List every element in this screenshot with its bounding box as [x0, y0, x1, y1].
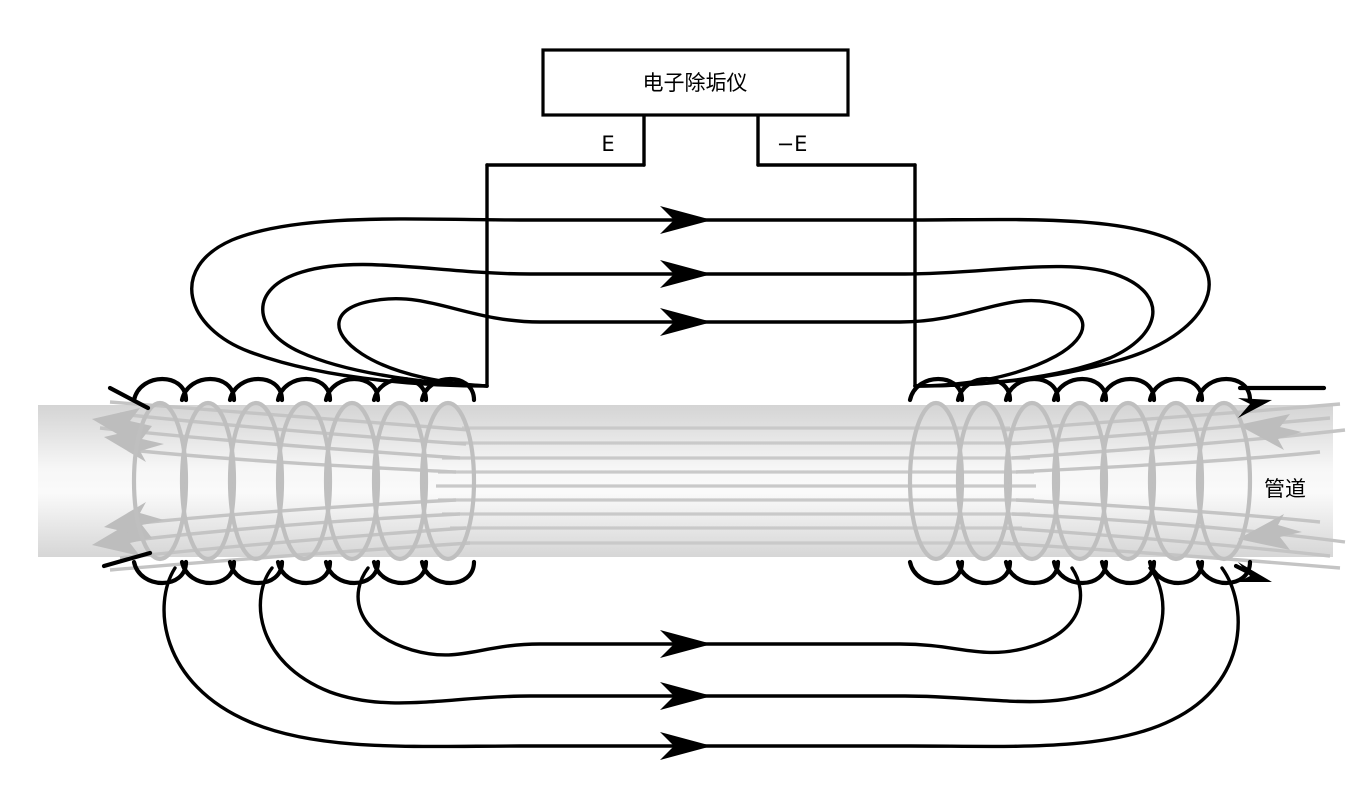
terminal-negative-label: −E [777, 132, 808, 156]
pipe-label: 管道 [1264, 477, 1306, 501]
coil-winding-right [907, 377, 1327, 585]
coil-hidden-segments [131, 400, 1253, 562]
coil-end-arrowheads [1238, 398, 1272, 582]
field-flow-arrowheads [660, 206, 712, 760]
terminal-positive-label: E [601, 132, 614, 156]
unit-leads [485, 113, 917, 388]
descaler-unit[interactable]: 电子除垢仪 [541, 48, 850, 117]
pipe-body [38, 405, 1333, 557]
coil-winding-left [101, 377, 477, 585]
field-direction-arrows [92, 408, 1302, 556]
descaler-unit-label: 电子除垢仪 [643, 71, 748, 95]
descaler-unit-box[interactable] [541, 48, 850, 117]
internal-field-lines [99, 400, 1346, 572]
magnetic-field-loops [162, 217, 1240, 749]
